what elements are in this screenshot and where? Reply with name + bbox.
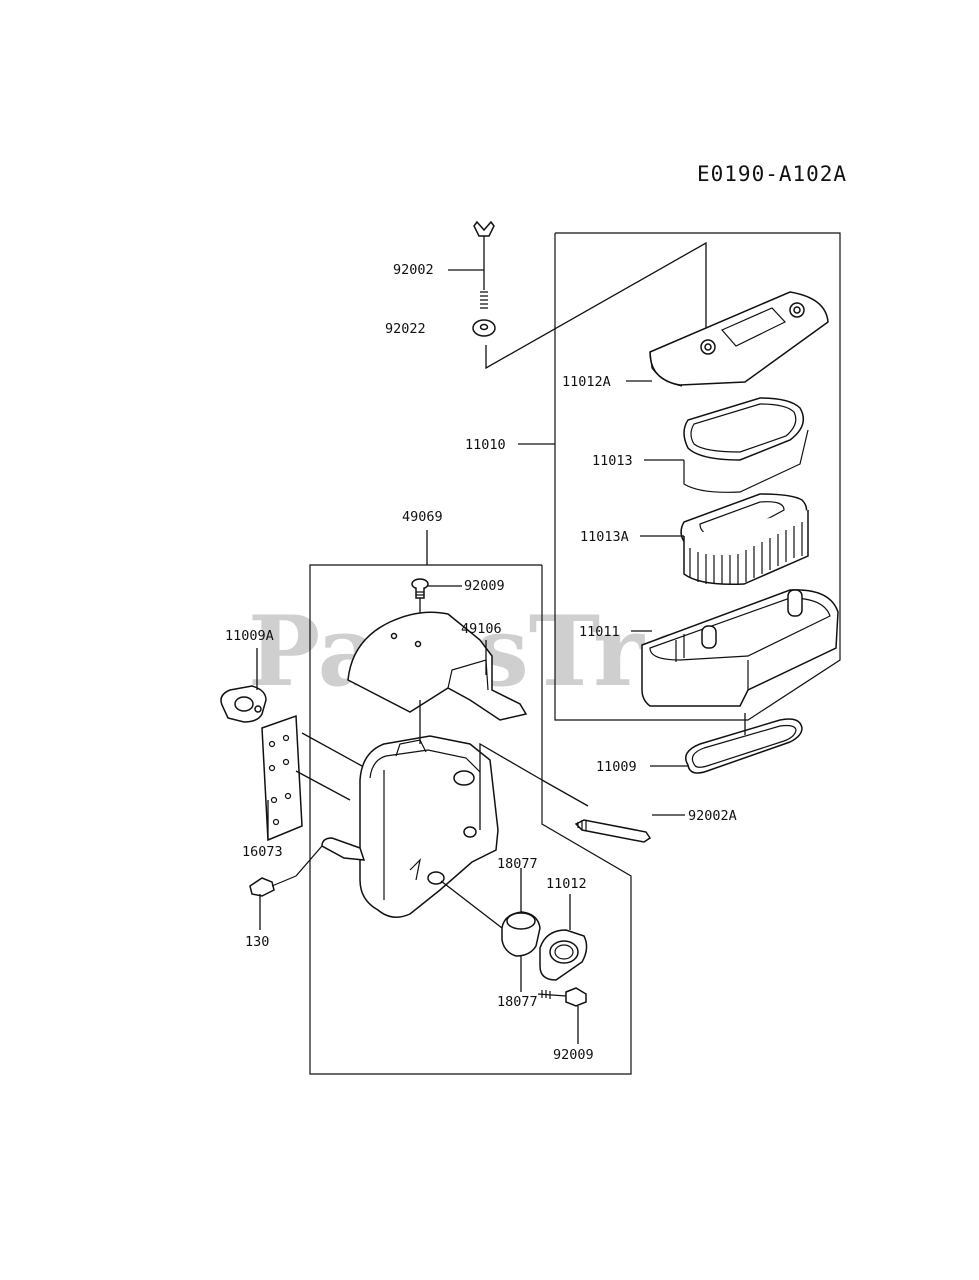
air-cleaner-base-11011 <box>641 589 839 707</box>
label-11009: 11009 <box>596 759 637 775</box>
washer-92022 <box>472 319 496 337</box>
label-92002: 92002 <box>393 262 434 278</box>
air-cleaner-cover-11012A <box>649 291 829 387</box>
exhaust-flange-11012 <box>539 929 588 981</box>
label-49069: 49069 <box>402 509 443 525</box>
label-16073: 16073 <box>242 844 283 860</box>
label-11012A: 11012A <box>562 374 611 390</box>
pre-cleaner-11013 <box>683 397 809 493</box>
air-filter-assembly-box <box>554 232 841 721</box>
wing-bolt-92002 <box>473 220 495 309</box>
gasket-11009A <box>220 685 267 723</box>
label-92002A: 92002A <box>688 808 737 824</box>
label-92009-top: 92009 <box>464 578 505 594</box>
label-11009A: 11009A <box>225 628 274 644</box>
bolt-130 <box>249 875 297 897</box>
label-18077-top: 18077 <box>497 856 538 872</box>
gasket-11009 <box>685 718 803 774</box>
muffler-cover-49106 <box>347 611 528 721</box>
label-11010: 11010 <box>465 437 506 453</box>
label-11013: 11013 <box>592 453 633 469</box>
paper-element-11013A <box>680 493 809 586</box>
muffler-assembly-box <box>309 564 632 1075</box>
label-92009-bottom: 92009 <box>553 1047 594 1063</box>
leader-bolt-to-cover <box>485 241 707 370</box>
screw-92009-bottom <box>537 987 587 1007</box>
label-18077-bottom: 18077 <box>497 994 538 1010</box>
label-92022: 92022 <box>385 321 426 337</box>
plate-16073 <box>261 714 303 842</box>
muffler-body <box>359 735 499 918</box>
diagram-code: E0190-A102A <box>697 162 848 186</box>
arrestor-18077 <box>501 911 541 957</box>
label-130: 130 <box>245 934 269 950</box>
label-11013A: 11013A <box>580 529 629 545</box>
stud-bolt-92002A <box>574 819 652 843</box>
label-49106: 49106 <box>461 621 502 637</box>
label-11011: 11011 <box>579 624 620 640</box>
label-11012: 11012 <box>546 876 587 892</box>
